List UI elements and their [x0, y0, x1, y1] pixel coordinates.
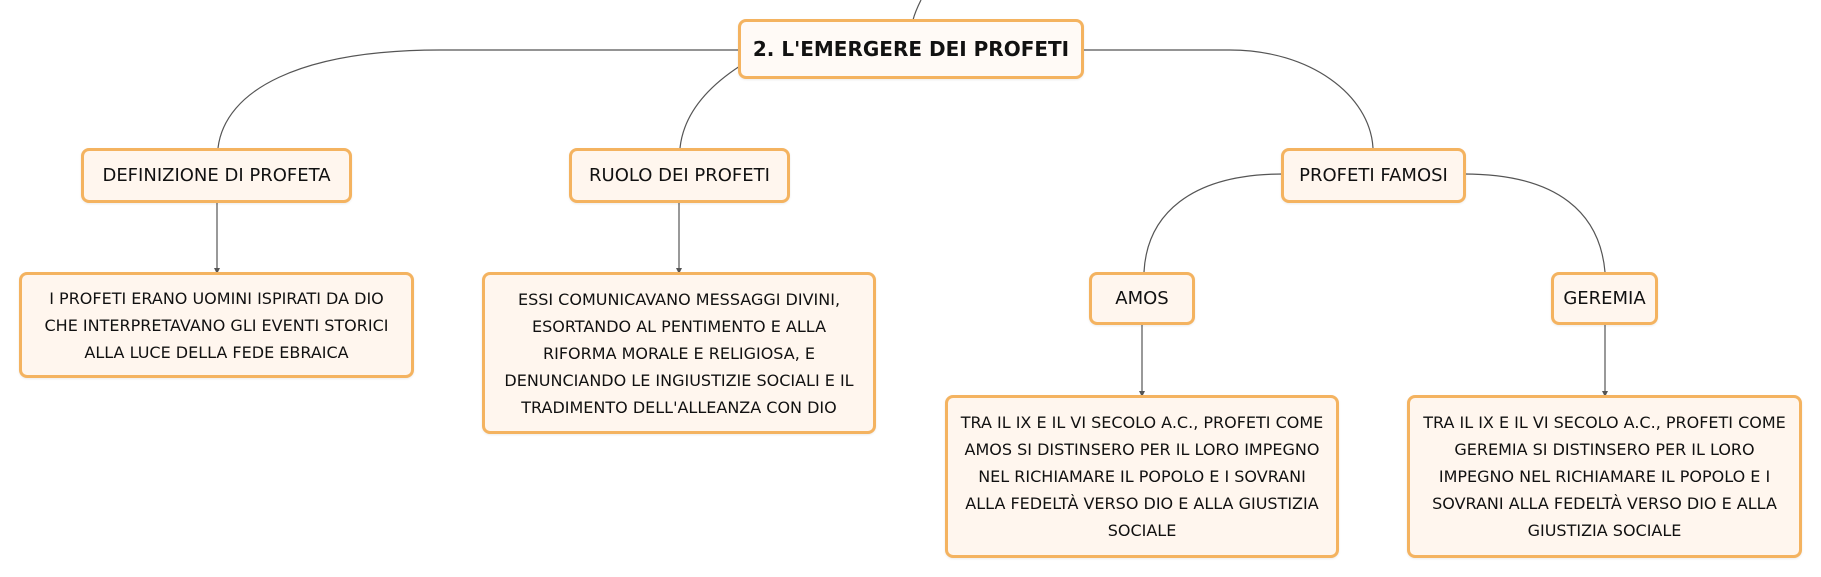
connector-parent-root — [912, 0, 922, 21]
ruolo-detail-text: ESSI COMUNICAVANO MESSAGGI DIVINI, ESORT… — [504, 289, 854, 417]
node-geremia-label: GEREMIA — [1563, 288, 1646, 309]
node-geremia-detail[interactable]: TRA IL IX E IL VI SECOLO A.C., PROFETI C… — [1407, 395, 1802, 558]
node-root-label: 2. L'EMERGERE DEI PROFETI — [752, 36, 1070, 61]
connector-root-ruolo — [679, 65, 741, 149]
arrowhead-geremia-detail — [1602, 391, 1608, 397]
definizione-detail-text: I PROFETI ERANO UOMINI ISPIRATI DA DIO C… — [44, 288, 389, 362]
node-root[interactable]: 2. L'EMERGERE DEI PROFETI — [738, 19, 1084, 79]
arrowhead-definizione — [214, 268, 220, 274]
connector-famosi-geremia — [1463, 173, 1606, 273]
node-amos-label: AMOS — [1115, 288, 1169, 309]
node-definizione-detail[interactable]: I PROFETI ERANO UOMINI ISPIRATI DA DIO C… — [19, 272, 414, 378]
node-ruolo-detail[interactable]: ESSI COMUNICAVANO MESSAGGI DIVINI, ESORT… — [482, 272, 876, 434]
connector-famosi-amos — [1143, 173, 1284, 273]
node-famosi[interactable]: PROFETI FAMOSI — [1281, 148, 1466, 203]
node-geremia[interactable]: GEREMIA — [1551, 272, 1658, 325]
node-amos-detail[interactable]: TRA IL IX E IL VI SECOLO A.C., PROFETI C… — [945, 395, 1339, 558]
node-definizione[interactable]: DEFINIZIONE DI PROFETA — [81, 148, 352, 203]
geremia-detail-text: TRA IL IX E IL VI SECOLO A.C., PROFETI C… — [1423, 413, 1786, 540]
arrowhead-ruolo — [676, 268, 682, 274]
connector-root-famosi — [1083, 49, 1374, 149]
node-amos[interactable]: AMOS — [1089, 272, 1195, 325]
arrowhead-amos-detail — [1139, 391, 1145, 397]
amos-detail-text: TRA IL IX E IL VI SECOLO A.C., PROFETI C… — [960, 413, 1324, 540]
node-ruolo-label: RUOLO DEI PROFETI — [589, 165, 770, 186]
connector-root-definizione — [217, 49, 740, 149]
node-famosi-label: PROFETI FAMOSI — [1299, 165, 1448, 186]
node-definizione-label: DEFINIZIONE DI PROFETA — [102, 165, 331, 186]
node-ruolo[interactable]: RUOLO DEI PROFETI — [569, 148, 790, 203]
